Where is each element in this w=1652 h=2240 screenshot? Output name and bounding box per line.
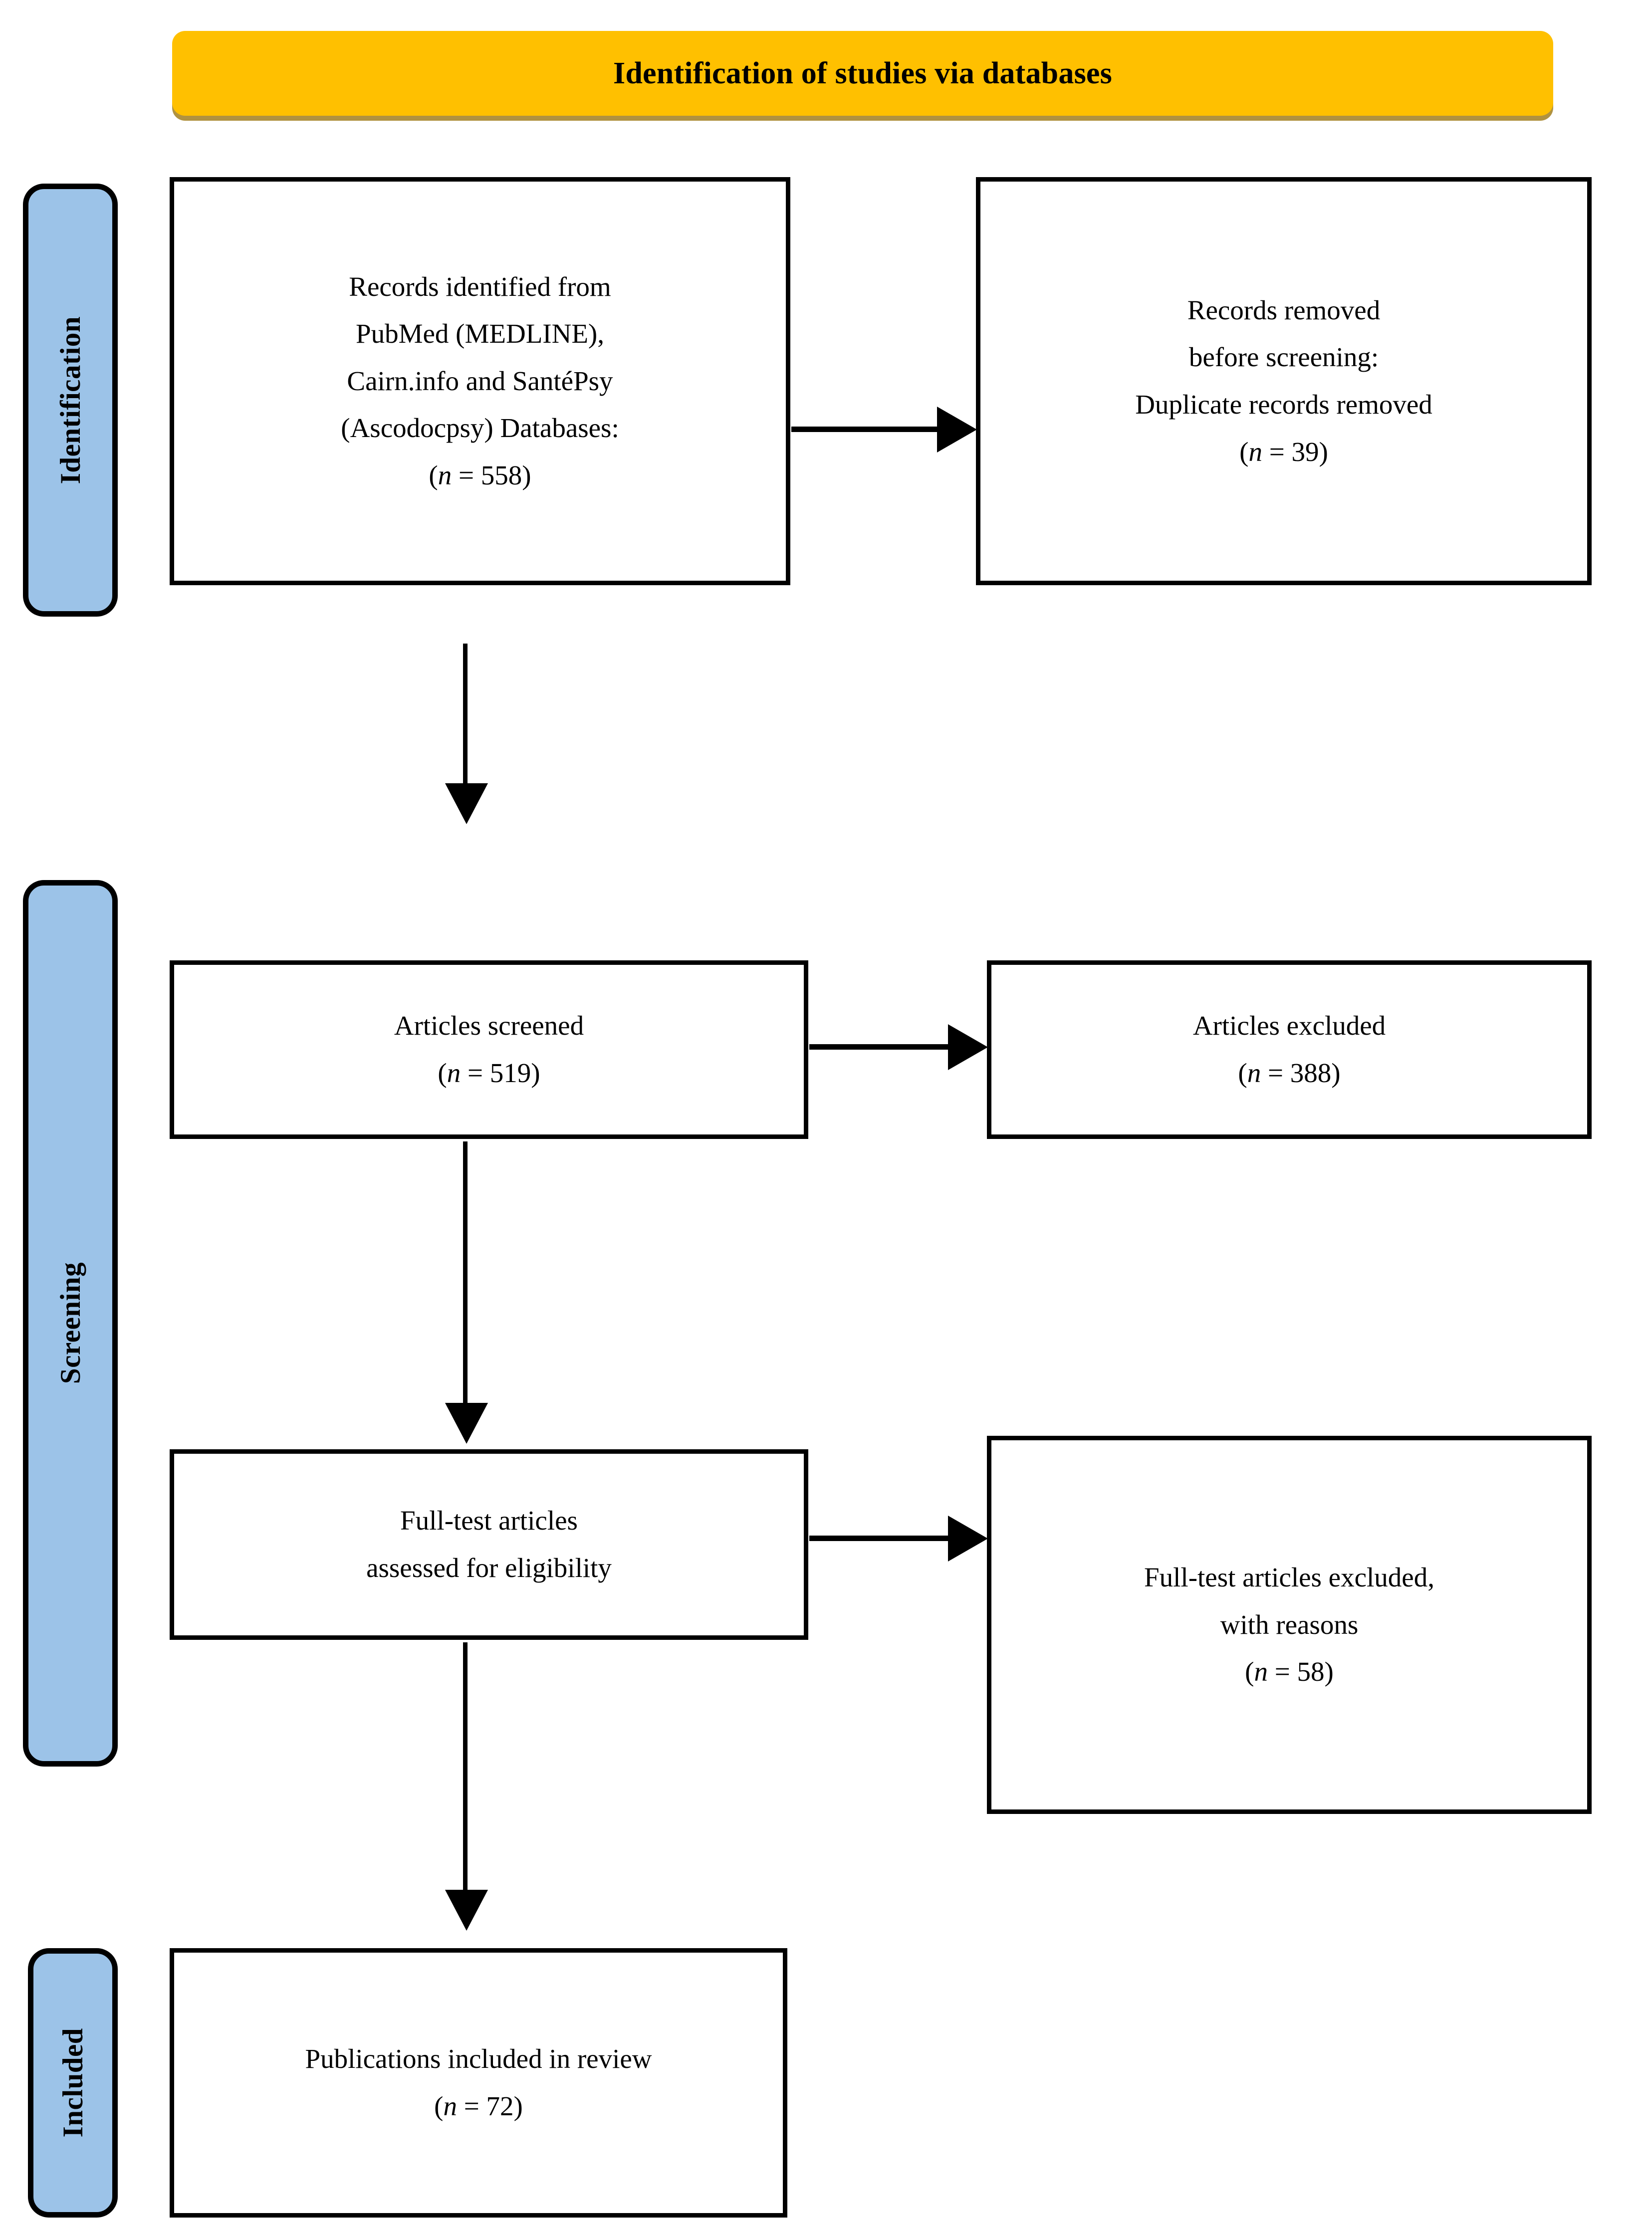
articles-screened-line-1: Articles screened — [394, 1010, 584, 1041]
records-identified-line-2: PubMed (MEDLINE), — [356, 318, 604, 349]
n-symbol: n — [443, 2091, 457, 2121]
records-removed-line-1: Records removed — [1187, 294, 1381, 325]
count-value: = 558) — [452, 459, 531, 490]
fulltext-excluded-line-1: Full-test articles excluded, — [1144, 1562, 1434, 1593]
records-removed-line-2: before screening: — [1189, 334, 1379, 381]
connector-identified-to-removed-line — [791, 427, 946, 432]
fulltext-excluded-count: (n = 58) — [1245, 1648, 1334, 1696]
open-paren: ( — [1238, 1058, 1247, 1088]
records-removed-line-3: Duplicate records removed — [1135, 389, 1432, 420]
articles-excluded-line-1: Articles excluded — [1192, 1010, 1386, 1041]
box-records-removed: Records removed before screening: Duplic… — [976, 177, 1592, 585]
open-paren: ( — [1239, 436, 1249, 467]
count-value: = 388) — [1261, 1058, 1341, 1088]
fulltext-excluded-line-2: with reasons — [1220, 1609, 1359, 1640]
publications-included-count: (n = 72) — [434, 2083, 523, 2130]
box-articles-excluded: Articles excluded (n = 388) — [987, 960, 1592, 1139]
open-paren: ( — [434, 2091, 444, 2121]
n-symbol: n — [447, 1058, 461, 1088]
box-records-identified: Records identified from PubMed (MEDLINE)… — [170, 177, 790, 585]
connector-screened-to-excluded-line — [809, 1044, 959, 1050]
diagram-header-banner: Identification of studies via databases — [172, 31, 1553, 116]
publications-included-line-1: Publications included in review — [305, 2043, 652, 2074]
stage-label-identification: Identification — [54, 316, 86, 484]
before-screening-colon: : — [1371, 342, 1379, 373]
n-symbol: n — [438, 459, 452, 490]
open-paren: ( — [429, 459, 438, 490]
before-screening-italic: before screening — [1188, 342, 1371, 373]
count-value: = 58) — [1267, 1656, 1334, 1687]
arrow-down-icon — [445, 1890, 488, 1931]
count-value: = 39) — [1262, 436, 1328, 467]
open-paren: ( — [438, 1058, 447, 1088]
stage-label-screening: Screening — [54, 1262, 86, 1384]
count-value: = 72) — [457, 2091, 523, 2121]
articles-screened-count: (n = 519) — [438, 1050, 540, 1097]
n-symbol: n — [1254, 1656, 1268, 1687]
records-identified-line-4: (Ascodocpsy) Databases: — [341, 413, 619, 444]
articles-excluded-count: (n = 388) — [1238, 1050, 1340, 1097]
connector-fulltext-to-excluded-line — [809, 1536, 959, 1541]
n-symbol: n — [1247, 1058, 1261, 1088]
count-value: = 519) — [461, 1058, 540, 1088]
records-removed-count: (n = 39) — [1239, 429, 1328, 476]
page-title: Identification of studies via databases — [613, 56, 1112, 90]
open-paren: ( — [1245, 1656, 1254, 1687]
arrow-right-icon — [948, 1516, 988, 1562]
box-publications-included: Publications included in review (n = 72) — [170, 1948, 787, 2218]
connector-screened-to-fulltext-line — [463, 1141, 468, 1411]
connector-identified-to-screened-line — [463, 644, 468, 793]
stage-rail-identification: Identification — [23, 184, 118, 617]
stage-rail-included: Included — [28, 1948, 118, 2218]
box-fulltext-excluded: Full-test articles excluded, with reason… — [987, 1436, 1592, 1814]
records-identified-line-3: Cairn.info and SantéPsy — [347, 365, 613, 396]
box-articles-screened: Articles screened (n = 519) — [170, 960, 808, 1139]
arrow-down-icon — [445, 783, 488, 824]
n-symbol: n — [1248, 436, 1262, 467]
arrow-right-icon — [937, 407, 977, 452]
fulltext-assessed-line-1: Full-test articles — [400, 1505, 578, 1536]
arrow-right-icon — [948, 1024, 988, 1070]
fulltext-assessed-line-2: assessed for eligibility — [366, 1553, 612, 1583]
box-fulltext-assessed: Full-test articles assessed for eligibil… — [170, 1449, 808, 1640]
connector-fulltext-to-included-line — [463, 1642, 468, 1898]
arrow-down-icon — [445, 1403, 488, 1444]
records-identified-line-1: Records identified from — [349, 271, 611, 302]
stage-label-included: Included — [57, 2028, 89, 2138]
records-identified-count: (n = 558) — [429, 452, 531, 499]
stage-rail-screening: Screening — [23, 880, 118, 1767]
